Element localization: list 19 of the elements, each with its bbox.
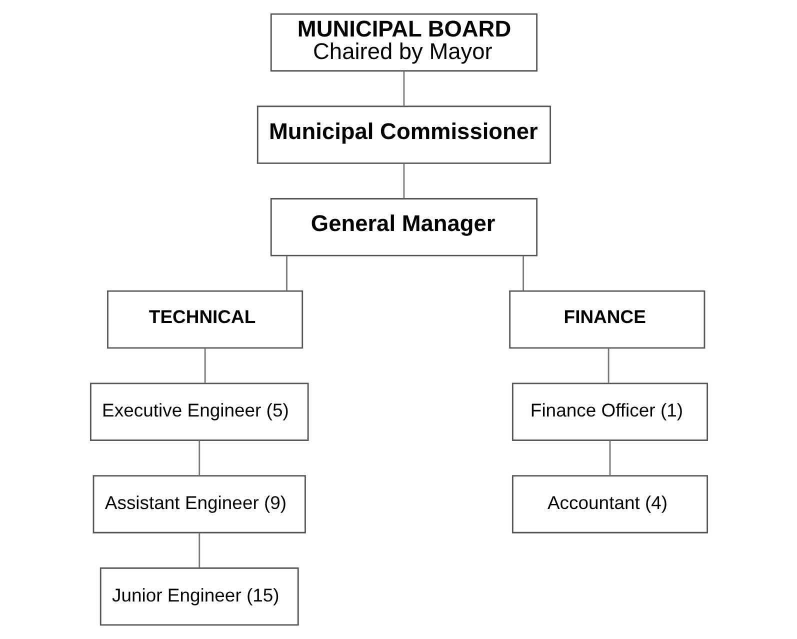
connector [198, 532, 200, 568]
connector [204, 348, 206, 383]
node-box: Finance Officer (1) [511, 382, 708, 441]
connector [198, 440, 200, 476]
node-box: Executive Engineer (5) [89, 382, 308, 441]
node-box: Assistant Engineer (9) [92, 475, 306, 534]
node-box: Accountant (4) [511, 475, 708, 534]
connector [402, 71, 404, 106]
connector [522, 256, 524, 290]
node-box: Junior Engineer (15) [99, 567, 298, 626]
connector [402, 164, 404, 198]
node-box: MUNICIPAL BOARD Chaired by Mayor [270, 13, 538, 72]
connector [286, 256, 287, 290]
node-box: TECHNICAL [106, 290, 303, 349]
node-box: FINANCE [508, 290, 705, 349]
connector [607, 348, 609, 383]
connector [608, 440, 610, 476]
node-box: General Manager [270, 198, 538, 256]
node-box: Municipal Commissioner [256, 106, 551, 164]
